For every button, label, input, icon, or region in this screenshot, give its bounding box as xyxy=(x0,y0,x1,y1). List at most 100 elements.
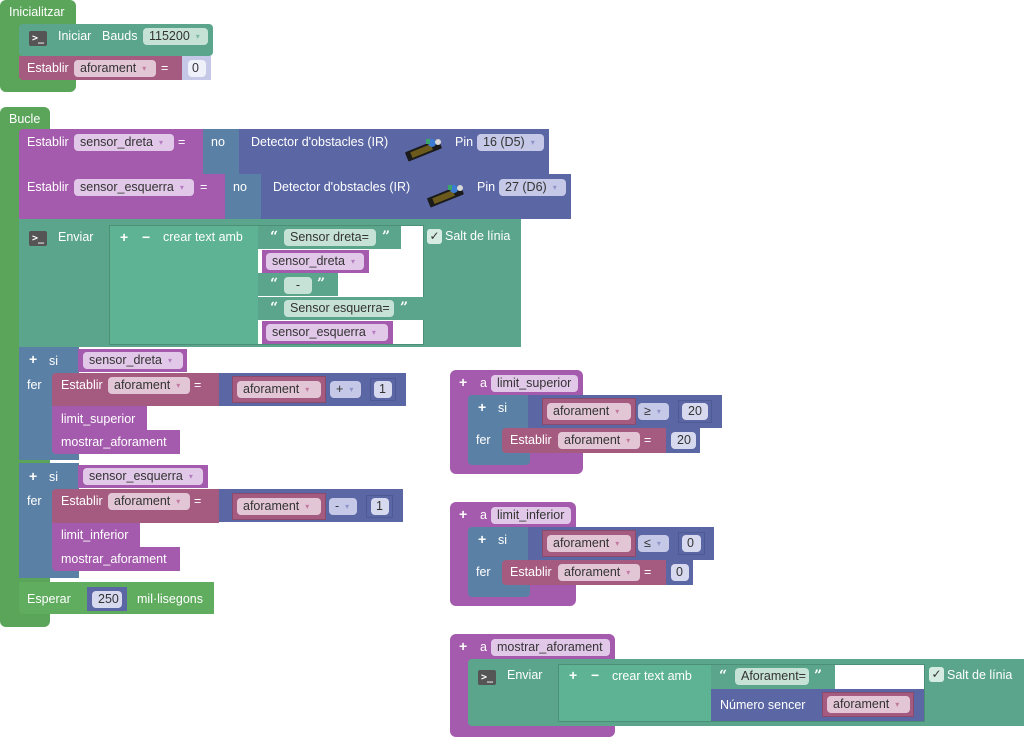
dropdown-arrow-icon: ▾ xyxy=(656,539,661,548)
close-quote-icon: ” xyxy=(382,229,391,245)
var-dropdown[interactable]: aforament▾ xyxy=(237,381,321,398)
do-label: fer xyxy=(27,378,42,392)
var-dropdown[interactable]: aforament▾ xyxy=(108,377,190,394)
function-name-input[interactable]: mostrar_aforament xyxy=(491,639,610,656)
newline-checkbox[interactable]: ✓ xyxy=(929,667,944,682)
call-label: limit_inferior xyxy=(61,528,129,542)
open-quote-icon: “ xyxy=(719,668,728,684)
dropdown-arrow-icon: ▾ xyxy=(552,183,557,192)
var-dropdown[interactable]: sensor_esquerra▾ xyxy=(74,179,194,196)
dropdown-arrow-icon: ▾ xyxy=(305,385,310,394)
var-dropdown[interactable]: aforament▾ xyxy=(547,535,631,552)
var-dropdown[interactable]: aforament▾ xyxy=(74,60,156,77)
var-dropdown[interactable]: aforament▾ xyxy=(108,493,190,510)
not-label: no xyxy=(233,180,247,194)
mutator-plus-button[interactable]: + xyxy=(478,399,487,415)
var-dropdown[interactable]: sensor_dreta▾ xyxy=(74,134,174,151)
number-input[interactable]: 0 xyxy=(671,564,689,581)
var-dropdown[interactable]: aforament▾ xyxy=(547,403,631,420)
pin-dropdown[interactable]: 16 (D5)▾ xyxy=(477,134,544,151)
compare-operator-dropdown[interactable]: ≥▾ xyxy=(638,403,669,420)
pin-label: Pin xyxy=(455,135,474,149)
mutator-plus-button[interactable]: + xyxy=(459,506,468,522)
newline-label: Salt de línia xyxy=(445,229,511,243)
text-input[interactable]: - xyxy=(284,277,312,294)
call-label: mostrar_aforament xyxy=(61,435,167,449)
sensor-label: Detector d'obstacles (IR) xyxy=(273,180,411,194)
var-dropdown[interactable]: sensor_esquerra▾ xyxy=(83,468,203,485)
number-input[interactable]: 1 xyxy=(371,498,389,515)
number-input[interactable]: 0 xyxy=(682,535,701,552)
dropdown-arrow-icon: ▾ xyxy=(371,328,376,337)
equals-label: = xyxy=(161,61,169,75)
dropdown-arrow-icon: ▾ xyxy=(176,497,181,506)
equals-label: = xyxy=(644,433,652,447)
operator-dropdown[interactable]: -▾ xyxy=(329,498,357,515)
wait-label: Esperar xyxy=(27,592,71,606)
mutator-plus-button[interactable]: + xyxy=(459,638,468,654)
open-quote-icon: “ xyxy=(270,229,279,245)
if-label: si xyxy=(49,354,59,368)
close-quote-icon: ” xyxy=(317,276,326,292)
pin-dropdown[interactable]: 27 (D6)▾ xyxy=(499,179,566,196)
not-block[interactable] xyxy=(203,129,239,174)
create-text-label: crear text amb xyxy=(163,230,243,244)
var-dropdown[interactable]: sensor_dreta▾ xyxy=(83,352,183,369)
add-item-button[interactable]: + xyxy=(120,229,129,245)
var-dropdown[interactable]: aforament▾ xyxy=(827,696,910,713)
var-dropdown[interactable]: sensor_esquerra▾ xyxy=(266,324,388,341)
set-label: Establir xyxy=(27,135,69,149)
remove-item-button[interactable]: − xyxy=(142,229,151,245)
bauds-dropdown[interactable]: 115200▾ xyxy=(143,28,208,45)
var-dropdown[interactable]: aforament▾ xyxy=(237,498,321,515)
dropdown-arrow-icon: ▾ xyxy=(176,381,181,390)
call-mostrar-aforament-block[interactable] xyxy=(52,430,180,454)
call-label: limit_superior xyxy=(61,412,136,426)
text-input[interactable]: Sensor esquerra= xyxy=(284,300,394,317)
call-limit-superior-block[interactable] xyxy=(52,406,147,430)
mutator-plus-button[interactable]: + xyxy=(29,351,38,367)
call-mostrar-aforament-block[interactable] xyxy=(52,547,180,571)
number-input[interactable]: 20 xyxy=(671,432,696,449)
equals-label: = xyxy=(178,135,186,149)
call-limit-inferior-block[interactable] xyxy=(52,523,140,547)
operator-dropdown[interactable]: +▾ xyxy=(330,381,361,398)
ir-sensor-image xyxy=(427,185,464,208)
dropdown-arrow-icon: ▾ xyxy=(615,539,620,548)
var-dropdown[interactable]: aforament▾ xyxy=(558,432,640,449)
dropdown-arrow-icon: ▾ xyxy=(615,407,620,416)
pin-label: Pin xyxy=(477,180,496,194)
equals-label: = xyxy=(194,494,202,508)
compare-operator-dropdown[interactable]: ≤▾ xyxy=(638,535,669,552)
newline-checkbox[interactable]: ✓ xyxy=(427,229,442,244)
ir-sensor-image xyxy=(405,139,442,162)
not-block[interactable] xyxy=(225,174,261,219)
dropdown-arrow-icon: ▾ xyxy=(895,700,900,709)
integer-label: Número sencer xyxy=(720,698,806,712)
remove-item-button[interactable]: − xyxy=(591,667,600,683)
dropdown-arrow-icon: ▾ xyxy=(158,138,163,147)
dropdown-arrow-icon: ▾ xyxy=(345,502,350,511)
send-label: Enviar xyxy=(507,668,543,682)
dropdown-arrow-icon: ▾ xyxy=(195,32,200,41)
text-input[interactable]: Aforament= xyxy=(735,668,809,685)
var-dropdown[interactable]: aforament▾ xyxy=(558,564,640,581)
text-input[interactable]: Sensor dreta= xyxy=(284,229,376,246)
mutator-plus-button[interactable]: + xyxy=(459,374,468,390)
to-label: a xyxy=(480,376,487,390)
to-label: a xyxy=(480,508,487,522)
function-name-input[interactable]: limit_inferior xyxy=(491,507,571,524)
number-input[interactable]: 20 xyxy=(682,403,708,420)
function-name-input[interactable]: limit_superior xyxy=(491,375,578,392)
wait-ms-input[interactable]: 250 xyxy=(92,591,122,608)
dropdown-arrow-icon: ▾ xyxy=(530,138,535,147)
number-input[interactable]: 1 xyxy=(374,381,392,398)
number-input[interactable]: 0 xyxy=(188,60,206,77)
bauds-label: Bauds xyxy=(102,29,138,43)
mutator-plus-button[interactable]: + xyxy=(29,468,38,484)
var-dropdown[interactable]: sensor_dreta▾ xyxy=(266,253,364,270)
sensor-label: Detector d'obstacles (IR) xyxy=(251,135,389,149)
mutator-plus-button[interactable]: + xyxy=(478,531,487,547)
init-hat-label: Inicialitzar xyxy=(9,5,65,19)
add-item-button[interactable]: + xyxy=(569,667,578,683)
